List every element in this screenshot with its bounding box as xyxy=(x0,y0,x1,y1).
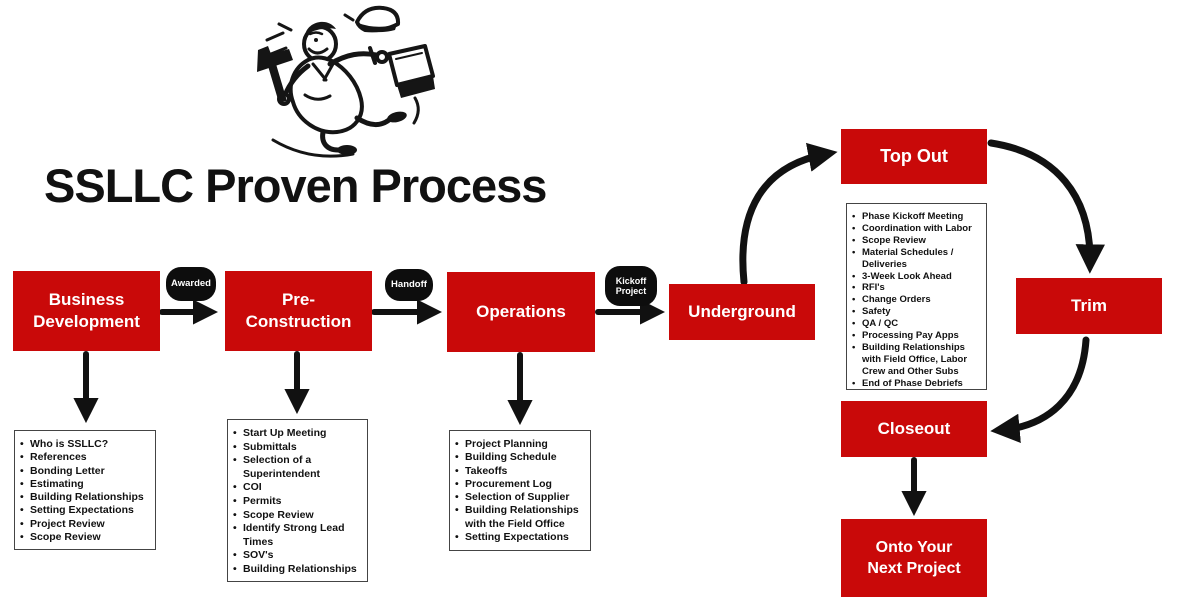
list-item: Selection of Supplier xyxy=(452,491,586,505)
list-item: Building Schedule xyxy=(452,451,586,465)
business-development-list: Who is SSLLC?ReferencesBonding LetterEst… xyxy=(14,430,156,550)
list-item: SOV's xyxy=(230,549,363,563)
list-item: References xyxy=(17,451,151,465)
list-item: Setting Expectations xyxy=(452,531,586,545)
stage-underground: Underground xyxy=(669,284,815,340)
list-item: 3-Week Look Ahead xyxy=(849,271,982,283)
stage-pre-construction: Pre-Construction xyxy=(225,271,372,351)
connector-label: Handoff xyxy=(391,278,427,290)
list-item: Who is SSLLC? xyxy=(17,438,151,452)
list-item: Procurement Log xyxy=(452,478,586,492)
arrow-trim-to-closeout xyxy=(990,336,1090,444)
list-item: End of Phase Debriefs xyxy=(849,378,982,390)
stage-label: Pre-Construction xyxy=(245,289,352,331)
list-item: Estimating xyxy=(17,478,151,492)
list-item: Processing Pay Apps xyxy=(849,330,982,342)
stage-trim: Trim xyxy=(1016,278,1162,334)
list-item: Material Schedules / Deliveries xyxy=(849,247,982,271)
list-item: Building Relationships with Field Office… xyxy=(849,342,982,378)
list-item: Safety xyxy=(849,306,982,318)
stage-operations: Operations xyxy=(447,272,595,352)
list-item: Building Relationships xyxy=(230,563,363,577)
list-item: Takeoffs xyxy=(452,465,586,479)
stage-closeout: Closeout xyxy=(841,401,987,457)
connector-awarded: Awarded xyxy=(166,267,216,301)
list-item: Identify Strong Lead Times xyxy=(230,522,363,549)
stage-label: Underground xyxy=(688,301,796,321)
stage-label: Trim xyxy=(1071,295,1107,315)
bullet-list: Phase Kickoff MeetingCoordination with L… xyxy=(849,211,982,390)
list-item: Coordination with Labor xyxy=(849,223,982,235)
plumber-mascot-illustration xyxy=(257,5,435,158)
bullet-list: Start Up MeetingSubmittalsSelection of a… xyxy=(230,427,363,577)
list-item: Setting Expectations xyxy=(17,504,151,518)
connector-handoff: Handoff xyxy=(385,269,433,301)
phase-cycle-list: Phase Kickoff MeetingCoordination with L… xyxy=(846,203,987,390)
list-item: Project Review xyxy=(17,518,151,532)
list-item: RFI's xyxy=(849,282,982,294)
bullet-list: Project PlanningBuilding ScheduleTakeoff… xyxy=(452,438,586,545)
connector-kickoff-project: Kickoff Project xyxy=(605,266,657,306)
list-item: Bonding Letter xyxy=(17,465,151,479)
arrow-ug-to-topout xyxy=(739,142,838,286)
stage-business-development: Business Development xyxy=(13,271,160,351)
list-item: Permits xyxy=(230,495,363,509)
pre-construction-list: Start Up MeetingSubmittalsSelection of a… xyxy=(227,419,368,582)
stage-label: Closeout xyxy=(877,418,951,438)
operations-list: Project PlanningBuilding ScheduleTakeoff… xyxy=(449,430,591,551)
stage-label: Top Out xyxy=(880,145,948,166)
list-item: Scope Review xyxy=(230,509,363,523)
list-item: Phase Kickoff Meeting xyxy=(849,211,982,223)
list-item: Project Planning xyxy=(452,438,586,452)
page-title: SSLLC Proven Process xyxy=(44,159,547,212)
connector-label: Kickoff Project xyxy=(615,275,647,296)
arrow-topout-to-trim xyxy=(987,139,1105,274)
list-item: Scope Review xyxy=(17,531,151,545)
list-item: Start Up Meeting xyxy=(230,427,363,441)
list-item: Submittals xyxy=(230,441,363,455)
list-item: Scope Review xyxy=(849,235,982,247)
list-item: Selection of a Superintendent xyxy=(230,454,363,481)
bullet-list: Who is SSLLC?ReferencesBonding LetterEst… xyxy=(17,438,151,545)
list-item: Building Relationships xyxy=(17,491,151,505)
list-item: Change Orders xyxy=(849,294,982,306)
stage-next-project: Onto Your Next Project xyxy=(841,519,987,597)
stage-label: Operations xyxy=(476,301,566,321)
connector-label: Awarded xyxy=(171,277,211,289)
stage-label: Business Development xyxy=(33,289,140,331)
list-item: COI xyxy=(230,481,363,495)
list-item: QA / QC xyxy=(849,318,982,330)
stage-top-out: Top Out xyxy=(841,129,987,184)
list-item: Building Relationships with the Field Of… xyxy=(452,504,586,531)
stage-label: Onto Your Next Project xyxy=(867,538,961,577)
